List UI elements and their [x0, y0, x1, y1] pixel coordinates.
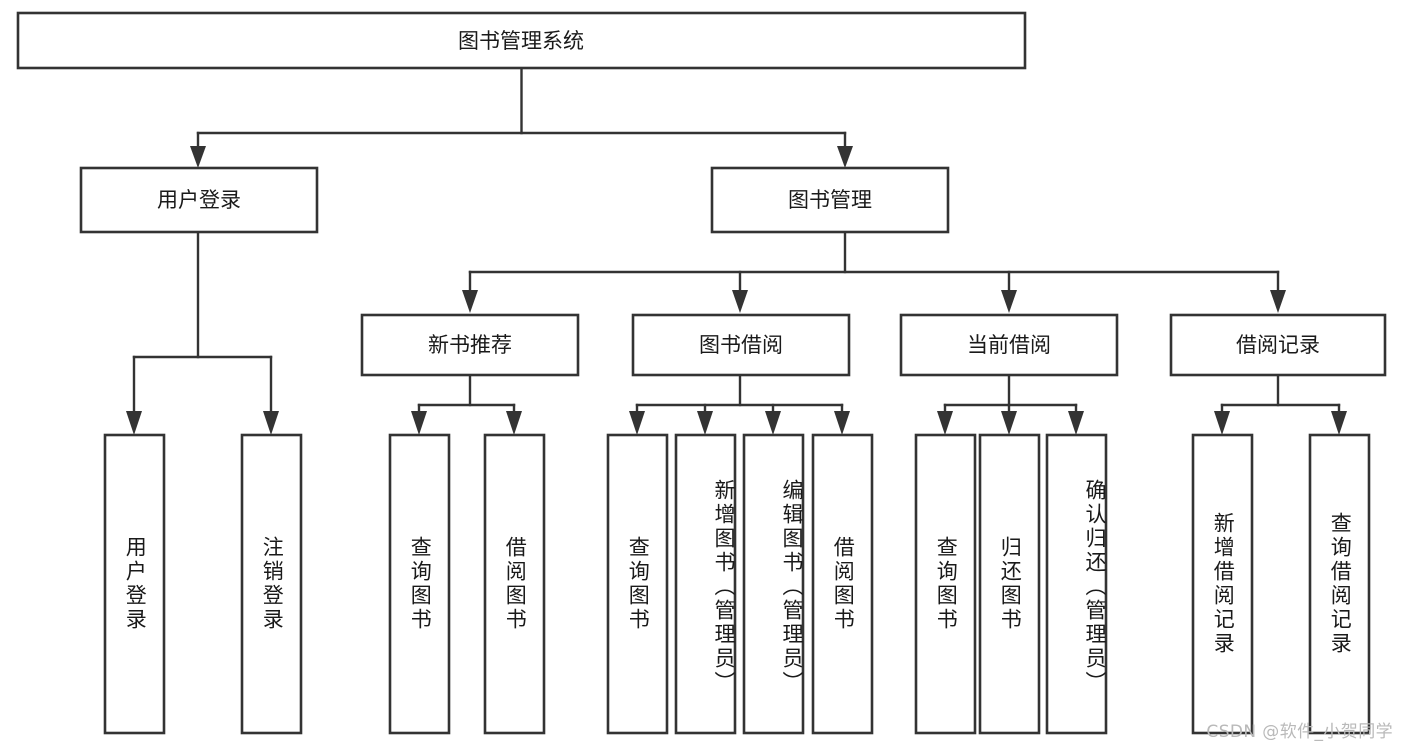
arrowhead-leaf-borrow-book-1 [506, 411, 522, 435]
node-book-borrow-label: 图书借阅 [699, 333, 783, 357]
node-user-login-box[interactable] [79, 166, 319, 234]
connector-group [126, 66, 1347, 435]
node-current-borrow-box[interactable] [899, 313, 1119, 377]
arrowhead-leaf-query-book-3 [937, 411, 953, 435]
arrowhead-leaf-query-book-2 [629, 411, 645, 435]
node-new-book-rec-box[interactable] [360, 313, 580, 377]
node-user-login[interactable]: 用户登录 [79, 166, 319, 234]
node-book-manage-box[interactable] [710, 166, 950, 234]
node-borrow-record[interactable]: 借阅记录 [1169, 313, 1387, 377]
arrowhead-leaf-user-login [126, 411, 142, 435]
arrowhead-to-book-borrow [732, 290, 748, 313]
node-book-borrow[interactable]: 图书借阅 [631, 313, 851, 377]
node-new-book-rec-label: 新书推荐 [428, 333, 512, 357]
arrowhead-leaf-borrow-book-2 [834, 411, 850, 435]
leaf-box-add-record[interactable] [1191, 433, 1254, 735]
arrowhead-leaf-edit-book [765, 411, 781, 435]
node-book-borrow-box[interactable] [631, 313, 851, 377]
node-borrow-record-box[interactable] [1169, 313, 1387, 377]
arrowhead-to-borrow-record [1270, 290, 1286, 313]
node-current-borrow-label: 当前借阅 [967, 333, 1051, 357]
node-new-book-rec[interactable]: 新书推荐 [360, 313, 580, 377]
leaf-box-return-book[interactable] [978, 433, 1041, 735]
leaf-box-logout[interactable] [240, 433, 303, 735]
leaf-box-borrow-book-2[interactable] [811, 433, 874, 735]
node-root[interactable]: 图书管理系统 [16, 11, 1027, 70]
arrowhead-leaf-return-book [1001, 411, 1017, 435]
arrowhead-leaf-add-record [1214, 411, 1230, 435]
csdn-watermark: CSDN @软件_小贺同学 [1206, 722, 1393, 742]
node-borrow-record-label: 借阅记录 [1236, 333, 1320, 357]
arrowhead-to-current-borrow [1001, 290, 1017, 313]
arrowhead-leaf-confirm-return [1068, 411, 1084, 435]
arrowhead-leaf-add-book [697, 411, 713, 435]
leaf-box-edit-book[interactable] [742, 433, 805, 735]
arrowhead-leaf-query-record [1331, 411, 1347, 435]
node-book-manage-label: 图书管理 [788, 188, 872, 212]
arrowhead-to-user-login [190, 146, 206, 168]
arrowhead-to-new-book-rec [462, 290, 478, 313]
node-book-manage[interactable]: 图书管理 [710, 166, 950, 234]
leaf-box-confirm-return[interactable] [1045, 433, 1108, 735]
leaf-box-query-record[interactable] [1308, 433, 1371, 735]
leaf-box-group [103, 433, 1371, 735]
arrowhead-to-book-manage [837, 146, 853, 168]
node-root-label: 图书管理系统 [458, 29, 584, 53]
leaf-box-add-book[interactable] [674, 433, 737, 735]
leaf-box-query-book-3[interactable] [914, 433, 977, 735]
node-current-borrow[interactable]: 当前借阅 [899, 313, 1119, 377]
node-user-login-label: 用户登录 [157, 188, 241, 212]
node-root-box[interactable] [16, 11, 1027, 70]
arrowhead-leaf-logout [263, 411, 279, 435]
leaf-box-query-book-2[interactable] [606, 433, 669, 735]
leaf-box-borrow-book-1[interactable] [483, 433, 546, 735]
arrowhead-leaf-query-book-1 [411, 411, 427, 435]
leaf-box-query-book-1[interactable] [388, 433, 451, 735]
leaf-box-user-login[interactable] [103, 433, 166, 735]
